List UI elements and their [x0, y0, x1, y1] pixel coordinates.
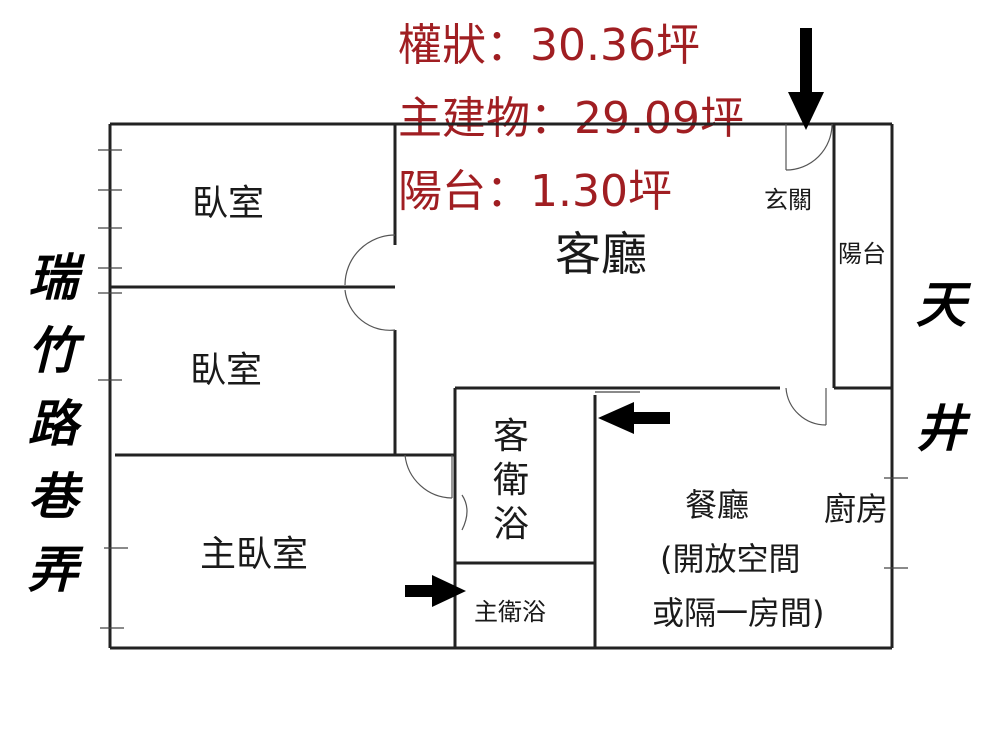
svg-text:弄: 弄	[28, 541, 84, 599]
entrance-label: 玄關	[764, 186, 812, 214]
svg-text:路: 路	[28, 395, 83, 453]
arrow-icon	[598, 402, 670, 434]
svg-text:井: 井	[916, 400, 971, 458]
arrow-icon	[405, 575, 466, 607]
guest-bathroom-label: 客 衛 浴	[493, 416, 529, 545]
arrow-icon	[788, 28, 824, 130]
svg-text:天: 天	[916, 276, 972, 334]
balcony-area: 陽台：1.30坪	[398, 166, 672, 217]
main-building-area: 主建物：29.09坪	[398, 93, 744, 144]
courtyard-label: 天 井	[916, 276, 972, 458]
title-area: 權狀：30.36坪	[398, 20, 700, 71]
bedroom-1-label: 臥室	[192, 183, 264, 224]
svg-text:浴: 浴	[493, 504, 529, 545]
svg-text:巷: 巷	[28, 468, 84, 526]
dining-note-line2: 或隔一房間)	[652, 594, 825, 632]
master-bathroom-label: 主衛浴	[474, 598, 546, 626]
living-room-label: 客廳	[555, 227, 647, 281]
dining-note-line1: (開放空間	[660, 540, 801, 578]
svg-text:瑞: 瑞	[28, 249, 86, 307]
walls	[108, 122, 894, 650]
master-bedroom-label: 主臥室	[200, 534, 308, 575]
dining-room-label: 餐廳	[685, 486, 749, 524]
street-label: 瑞 竹 路 巷 弄	[28, 249, 86, 599]
svg-text:衛: 衛	[493, 460, 529, 501]
door-swings	[344, 123, 833, 531]
balcony-label: 陽台	[838, 240, 886, 268]
wall-ticks	[98, 149, 908, 629]
svg-text:竹: 竹	[28, 322, 86, 380]
bedroom-2-label: 臥室	[190, 350, 262, 391]
svg-text:客: 客	[493, 416, 529, 457]
kitchen-label: 廚房	[824, 490, 888, 528]
